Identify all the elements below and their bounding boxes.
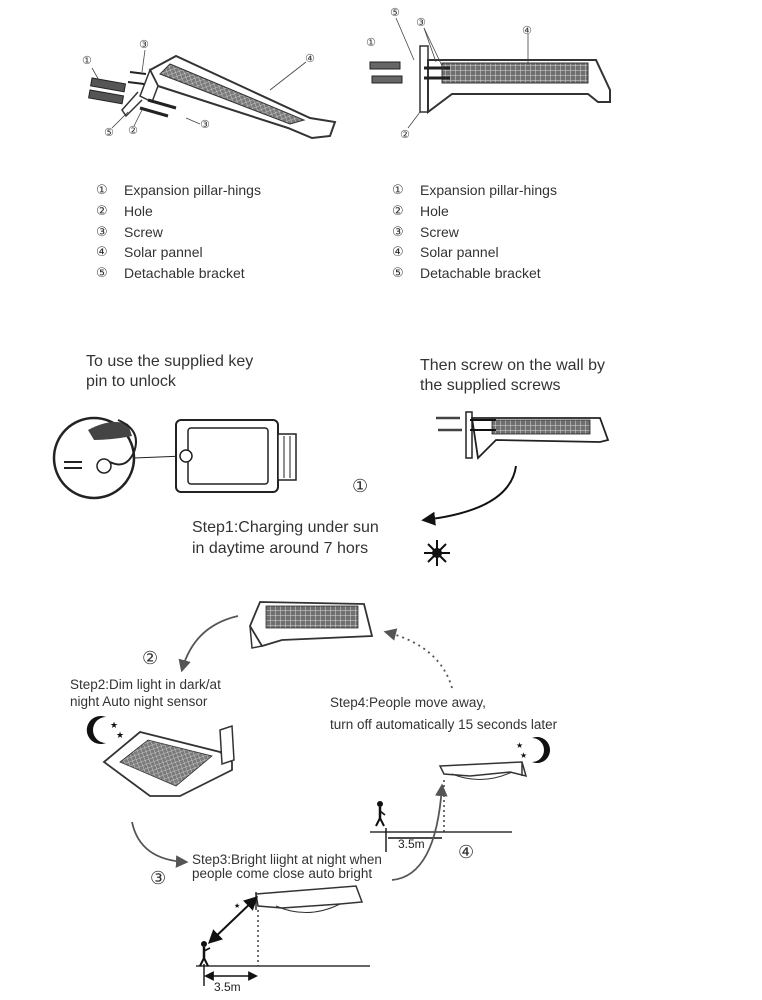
svg-text:★: ★ (516, 741, 523, 750)
unlock-instruction-line2: pin to unlock (86, 373, 176, 390)
screw-instruction-line1: Then screw on the wall by (420, 357, 605, 374)
sensor-beam-arrow (207, 896, 259, 944)
svg-text:★: ★ (234, 902, 240, 910)
step1-line1: Step1:Charging under sun (192, 519, 379, 536)
callout-3-left-bottom: ③ (200, 119, 210, 131)
svg-text:★: ★ (520, 751, 527, 760)
moon-stars-icon-right: ★ ★ (516, 737, 550, 763)
screw-instruction-line2: the supplied screws (420, 377, 561, 394)
svg-text:★: ★ (116, 731, 124, 741)
wall-lamp-small (436, 411, 610, 460)
moon-stars-icon: ★ ★ (86, 716, 124, 744)
step1-line2: in daytime around 7 hors (192, 540, 369, 557)
sun-icon (424, 540, 450, 566)
person-icon-lower (199, 941, 211, 967)
step4-line2: turn off automatically 15 seconds later (330, 717, 558, 732)
arrow-step4-return (383, 628, 453, 689)
arrow-to-step1 (421, 465, 517, 526)
callout-1-left: ① (82, 55, 92, 67)
lamp-exploded-left (88, 49, 337, 140)
step3-line1: Step3:Bright liight at night when (192, 852, 382, 867)
step4-line1: Step4:People move away, (330, 695, 486, 710)
step4-number: ④ (458, 842, 475, 862)
moon-stars-icon-bottom: ★ (223, 897, 240, 915)
callout-5-left: ⑤ (104, 127, 114, 139)
step2-number: ② (142, 648, 159, 668)
lamp-mounted-right (369, 17, 611, 129)
step1-number: ① (352, 476, 369, 496)
lamp-step4 (438, 761, 528, 780)
lamp-cycle-top (248, 601, 374, 649)
callout-5-right: ⑤ (390, 7, 400, 19)
unlock-instruction-line1: To use the supplied key (86, 353, 254, 370)
callout-4-right: ④ (522, 25, 532, 37)
step2-line2: night Auto night sensor (70, 694, 208, 709)
callout-2-right: ② (400, 129, 410, 141)
distance-label-upper: 3.5m (398, 837, 425, 851)
arrow-to-step3 (131, 821, 189, 868)
step2-line1: Step2:Dim light in dark/at (70, 677, 221, 692)
callout-1-right: ① (366, 37, 376, 49)
callout-4-left: ④ (305, 53, 315, 65)
person-icon-upper (375, 801, 386, 827)
key-pin-illustration (52, 416, 297, 500)
arrow-to-step4 (391, 783, 448, 881)
callout-2-left: ② (128, 125, 138, 137)
step3-line2: people come close auto bright (192, 866, 373, 881)
distance-label-lower: 3.5m (214, 980, 241, 994)
step3-number: ③ (150, 868, 167, 888)
svg-text:★: ★ (110, 721, 118, 731)
lamp-step3 (255, 885, 364, 914)
lamp-step2 (102, 724, 235, 797)
callout-3-left-top: ③ (139, 39, 149, 51)
callout-3-right: ③ (416, 17, 426, 29)
arrow-to-step2 (178, 615, 239, 673)
